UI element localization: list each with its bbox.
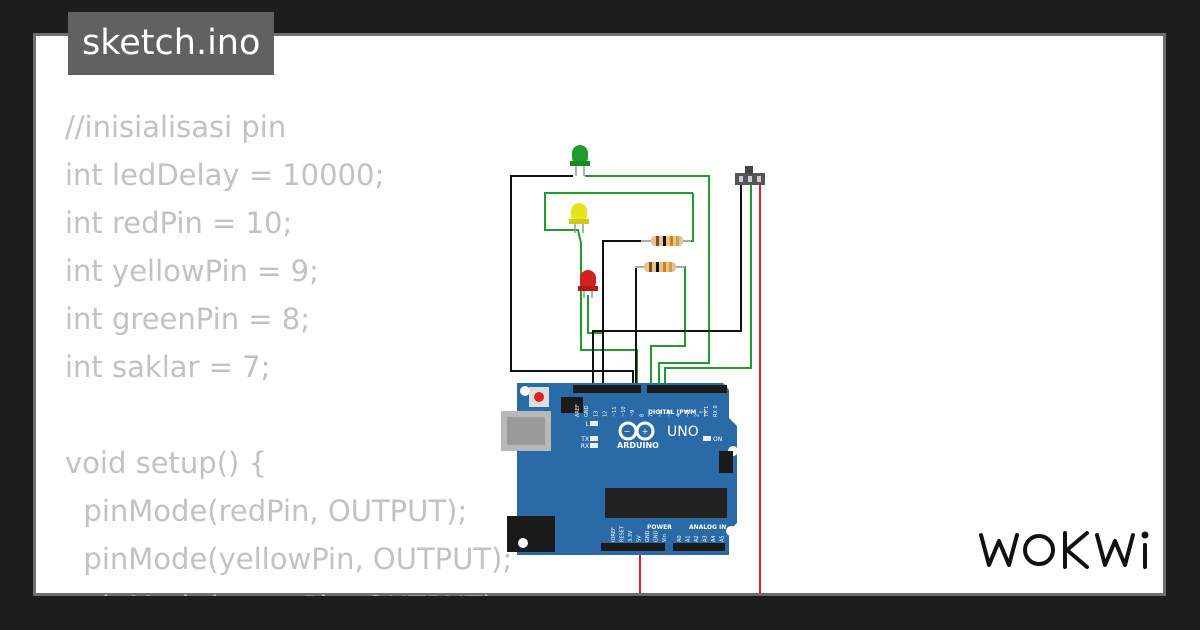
svg-text:−: − (624, 427, 631, 436)
pin-label: 4 (676, 414, 682, 417)
pin-label: A1 (686, 535, 692, 542)
pin-label: 2 (695, 414, 701, 417)
circuit-diagram: − + ARDUINO UNO DIGITAL (PWM ~) POWER AN… (501, 145, 765, 593)
resistor (635, 262, 685, 272)
code-line: ​ (65, 391, 512, 439)
code-editor: //inisialisasi pin int ledDelay = 10000; i… (65, 103, 512, 596)
wire-black (510, 175, 634, 388)
digital-label: DIGITAL (PWM ~) (648, 409, 706, 416)
wire-green (544, 192, 693, 388)
l-label: L (586, 421, 590, 428)
led-red (578, 270, 598, 298)
pin-label: 3.3V (628, 530, 634, 542)
arduino-uno-board: − + ARDUINO UNO DIGITAL (PWM ~) POWER AN… (501, 383, 738, 555)
code-line: int redPin = 10; (65, 206, 293, 240)
power-label: POWER (647, 524, 672, 531)
pin-label: AREF (575, 404, 581, 417)
pin-label: GND (654, 530, 660, 542)
slide-switch (735, 166, 765, 185)
pin-label: A3 (703, 535, 709, 542)
pin-label: ~3 (685, 410, 691, 417)
code-line: pinMode(greenPin, OUTPUT); (65, 583, 512, 596)
pin-label: 8 (639, 414, 645, 417)
card-content: //inisialisasi pin int ledDelay = 10000; i… (33, 33, 1166, 596)
code-line: pinMode(redPin, OUTPUT); (65, 494, 468, 528)
svg-text:+: + (642, 427, 649, 436)
pin-label: 13 (593, 411, 599, 417)
pin-label: RX 0 (713, 405, 719, 417)
resistor (641, 236, 691, 246)
wire-green (587, 295, 604, 388)
pin-label: GND (584, 405, 590, 417)
board-model: UNO (667, 424, 699, 440)
pin-label: 7 (649, 414, 655, 417)
pin-label: ~6 (658, 410, 664, 417)
pin-label: ~9 (630, 410, 636, 417)
code-line: int ledDelay = 10000; (65, 158, 385, 192)
led-green (570, 145, 590, 176)
wire-red (639, 185, 761, 593)
rx-label: RX (581, 443, 589, 450)
pin-label: ~5 (667, 410, 673, 417)
board-brand: ARDUINO (617, 441, 659, 450)
wire-green (688, 193, 694, 242)
code-line: //inisialisasi pin (65, 110, 287, 144)
pin-label: IOREF (611, 527, 617, 542)
code-line: int yellowPin = 9; (65, 254, 319, 288)
pin-label: 12 (603, 411, 609, 417)
code-line: int saklar = 7; (65, 350, 271, 384)
code-line: pinMode(yellowPin, OUTPUT); (65, 542, 513, 576)
on-label: ON (713, 436, 722, 443)
code-line: int greenPin = 8; (65, 302, 311, 336)
filename-tag: sketch.ino (68, 12, 275, 75)
pin-label: RESET (620, 525, 626, 542)
pin-label: ~10 (621, 406, 627, 417)
pin-label: A4 (711, 535, 717, 542)
tx-label: TX (580, 436, 589, 443)
wire-green (650, 266, 686, 388)
wokwi-logo (979, 531, 1149, 569)
code-line: void setup() { (65, 446, 267, 480)
wire-green (585, 175, 710, 388)
pin-label: ~11 (612, 406, 618, 417)
pin-label: TX 1 (704, 406, 710, 418)
pin-label: 5V (637, 535, 643, 542)
pin-label: A5 (720, 535, 726, 542)
wire-black (602, 240, 643, 388)
pin-label: Vin (662, 534, 668, 542)
wire-green (664, 185, 752, 388)
pin-label: A2 (694, 535, 700, 542)
pin-label: GND (645, 530, 651, 542)
wire-black (592, 185, 742, 388)
analog-label: ANALOG IN (689, 524, 726, 531)
led-yellow (569, 203, 589, 233)
pin-label: A0 (677, 535, 683, 542)
